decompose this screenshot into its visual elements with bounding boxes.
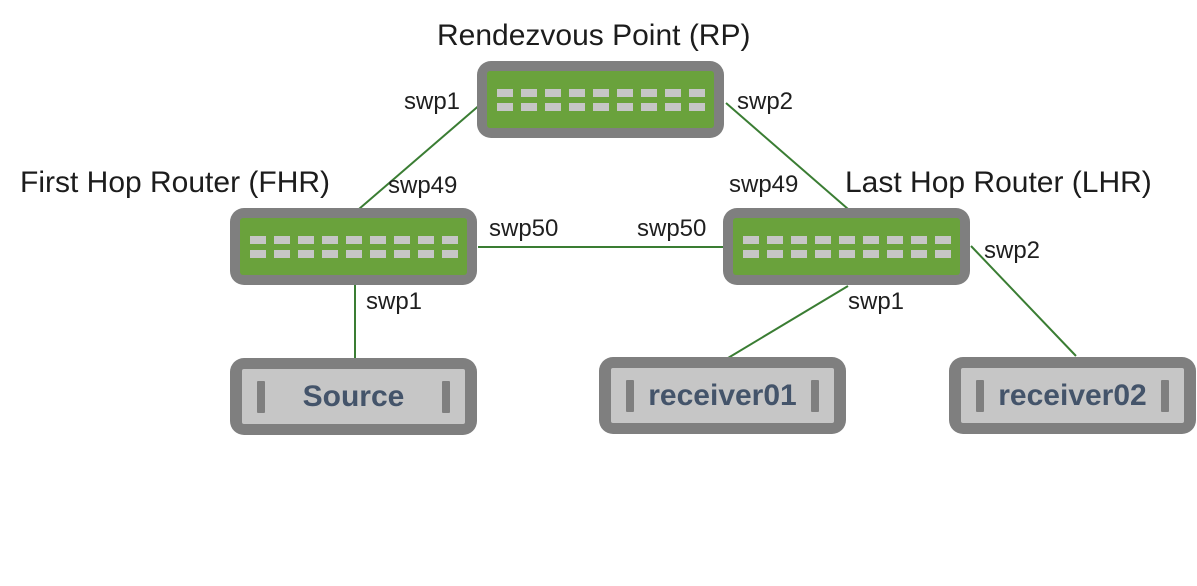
host-handle-icon [1161, 379, 1169, 412]
port-dashes-icon [249, 249, 458, 258]
port-label-lhr-swp1: swp1 [848, 288, 905, 315]
port-dashes-icon [742, 249, 951, 258]
port-label-lhr-swp50: swp50 [637, 215, 707, 242]
fhr-router-face [240, 218, 467, 275]
host-handle-icon [811, 379, 819, 412]
host-handle-icon [626, 379, 634, 412]
receiver02-host-box: receiver02 [949, 357, 1196, 434]
port-label-lhr-swp49: swp49 [729, 171, 799, 198]
port-dashes-icon [742, 235, 951, 244]
port-label-fhr-swp1: swp1 [366, 288, 423, 315]
source-host-box: Source [230, 358, 477, 435]
link-lhr-receiver02 [970, 245, 1077, 357]
lhr-router-face [733, 218, 960, 275]
lhr-router-icon [723, 208, 970, 285]
receiver02-host-face: receiver02 [961, 368, 1184, 423]
port-label-rp-swp2: swp2 [737, 88, 794, 115]
port-dashes-icon [249, 235, 458, 244]
fhr-router-icon [230, 208, 477, 285]
receiver01-host-box: receiver01 [599, 357, 846, 434]
source-label: Source [302, 379, 405, 413]
host-handle-icon [257, 380, 265, 413]
port-dashes-icon [496, 102, 705, 111]
receiver01-label: receiver01 [648, 378, 797, 412]
host-handle-icon [442, 380, 450, 413]
rp-title: Rendezvous Point (RP) [437, 19, 751, 52]
port-label-lhr-swp2: swp2 [984, 237, 1041, 264]
port-dashes-icon [496, 88, 705, 97]
fhr-title: First Hop Router (FHR) [20, 166, 331, 199]
link-lhr-receiver01 [727, 285, 849, 359]
receiver01-host-face: receiver01 [611, 368, 834, 423]
rp-router-icon [477, 61, 724, 138]
lhr-title: Last Hop Router (LHR) [845, 166, 1152, 199]
port-label-fhr-swp49: swp49 [388, 172, 458, 199]
link-rp-fhr [358, 102, 483, 210]
port-label-fhr-swp50: swp50 [489, 215, 559, 242]
link-rp-lhr [725, 102, 849, 210]
source-host-face: Source [242, 369, 465, 424]
host-handle-icon [976, 379, 984, 412]
receiver02-label: receiver02 [998, 378, 1147, 412]
port-label-rp-swp1: swp1 [404, 88, 461, 115]
rp-router-face [487, 71, 714, 128]
